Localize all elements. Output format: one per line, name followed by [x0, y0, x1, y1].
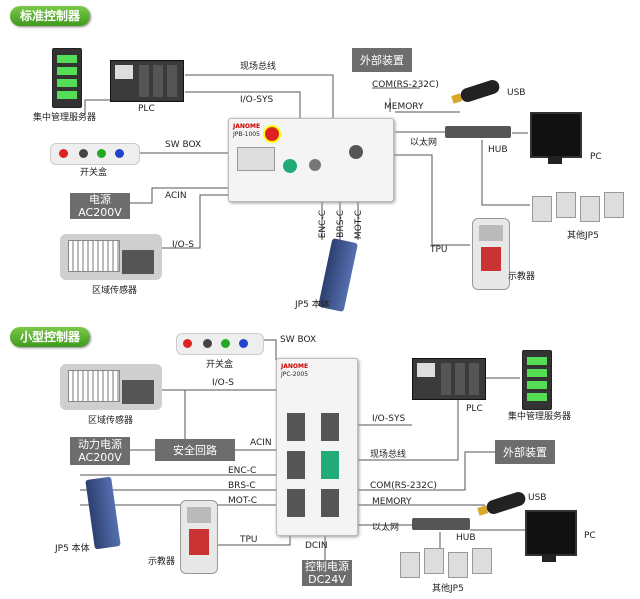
ctrl-power-title: 控制电源 [305, 560, 349, 573]
bot-com-line [355, 451, 495, 491]
iosys-label: I/O-SYS [240, 95, 274, 105]
bot-brs-label: BRS-C [228, 481, 256, 491]
enc-label: ENC-C [318, 210, 328, 239]
swbox-label: SW BOX [165, 140, 202, 150]
hub-icon [445, 126, 511, 138]
controller-brand: JANOME [233, 123, 261, 130]
bot-pc-monitor-icon [525, 510, 577, 556]
bot-pc-label: PC [584, 531, 596, 541]
hub-label: HUB [488, 145, 508, 155]
server-plc-line [84, 99, 110, 115]
mot-label: MOT-C [354, 210, 364, 240]
central-server-icon [52, 48, 82, 108]
bot-controller-model: JPC-2005 [281, 371, 309, 378]
bot-tpu-label: TPU [240, 535, 258, 545]
pc-stand-icon [548, 156, 562, 164]
bot-hub-icon [412, 518, 470, 530]
bot-central-server-icon [522, 350, 552, 410]
other-jp5-robots-icon [532, 192, 630, 222]
bot-power-title: 动力电源 [78, 438, 122, 451]
section-title-standard: 标准控制器 [10, 6, 91, 26]
power-value: AC200V [78, 206, 122, 219]
bot-acin-label: ACIN [250, 438, 272, 448]
bot-hub-label: HUB [456, 533, 476, 543]
bot-teach-label: 示教器 [148, 557, 176, 567]
acin-label: ACIN [165, 191, 187, 201]
bot-external-device-box: 外部装置 [495, 440, 555, 464]
bot-fieldbus-label: 现场总线 [370, 450, 407, 460]
plc-icon [110, 60, 184, 102]
tpu-label: TPU [430, 245, 448, 255]
bot-server-label: 集中管理服务器 [508, 412, 572, 422]
bot-other-jp5-robots-icon [400, 548, 498, 578]
bot-power-value: AC200V [78, 451, 122, 464]
bot-plc-label: PLC [466, 404, 483, 414]
bot-fieldbus-line [355, 370, 459, 461]
fieldbus-line [185, 74, 334, 120]
fieldbus-label: 现场总线 [240, 62, 277, 72]
power-box: 电源 AC200V [70, 193, 130, 219]
pc-label: PC [590, 152, 602, 162]
other-jp5-label: 其他JP5 [567, 231, 599, 241]
pc-monitor-icon [530, 112, 582, 158]
external-device-box: 外部装置 [352, 48, 412, 72]
bot-usb-label: USB [528, 493, 547, 503]
bot-jp5-body-label: JP5 本体 [55, 544, 90, 554]
bot-area-sensor-label: 区域传感器 [88, 416, 134, 426]
hub-jp5-line [481, 140, 530, 206]
standard-controller: JANOME JPB-1005 [228, 118, 394, 202]
switchbox-label: 开关盒 [80, 168, 108, 178]
teach-label: 示教器 [508, 272, 536, 282]
switch-box [50, 143, 140, 165]
bot-plc-icon [412, 358, 486, 400]
acin-line [130, 187, 228, 204]
bot-teach-pendant-icon [180, 500, 218, 574]
bot-switch-box [176, 333, 264, 355]
controller-model: JPB-1005 [233, 131, 260, 138]
small-controller: JANOME JPC-2005 [276, 358, 358, 536]
ctrl-power-box: 控制电源 DC24V [302, 560, 352, 586]
bot-swbox-label: SW BOX [280, 335, 317, 345]
bot-power-box: 动力电源 AC200V [70, 437, 130, 465]
iosys-line [185, 91, 301, 122]
memory-label: MEMORY [384, 102, 424, 112]
plc-label: PLC [138, 104, 155, 114]
ethernet-label: 以太网 [410, 138, 438, 148]
bot-switchbox-label: 开关盒 [206, 360, 234, 370]
server-label: 集中管理服务器 [33, 113, 97, 123]
teach-pendant-icon [472, 218, 510, 290]
ctrl-power-value: DC24V [308, 573, 346, 586]
bot-area-sensor-panel [60, 364, 162, 410]
bot-ethernet-label: 以太网 [372, 523, 400, 533]
bot-iosys-label: I/O-SYS [372, 414, 406, 424]
bot-enc-label: ENC-C [228, 466, 257, 476]
jp5-body-label: JP5 本体 [295, 300, 330, 310]
area-sensor-label: 区域传感器 [92, 286, 138, 296]
bot-mot-label: MOT-C [228, 496, 258, 506]
bot-memory-label: MEMORY [372, 497, 412, 507]
bot-ios-label: I/O-S [212, 378, 234, 388]
ios-label: I/O-S [172, 240, 194, 250]
bot-com-label: COM(RS-232C) [370, 481, 437, 491]
area-sensor-panel [60, 234, 162, 280]
com-label: COM(RS-232C) [372, 80, 439, 90]
power-title: 电源 [89, 193, 111, 206]
bot-swbox-line [263, 339, 277, 360]
usb-label: USB [507, 88, 526, 98]
brs-label: BRS-C [336, 210, 346, 238]
safety-circuit-box: 安全回路 [155, 439, 235, 461]
ios-line [162, 194, 228, 249]
bot-other-jp5-label: 其他JP5 [432, 584, 464, 594]
bot-controller-brand: JANOME [281, 363, 309, 370]
tpu-line [380, 154, 470, 246]
bot-dcin-label: DCIN [305, 541, 328, 551]
section-title-small: 小型控制器 [10, 327, 91, 347]
bot-pc-stand-icon [542, 554, 556, 562]
